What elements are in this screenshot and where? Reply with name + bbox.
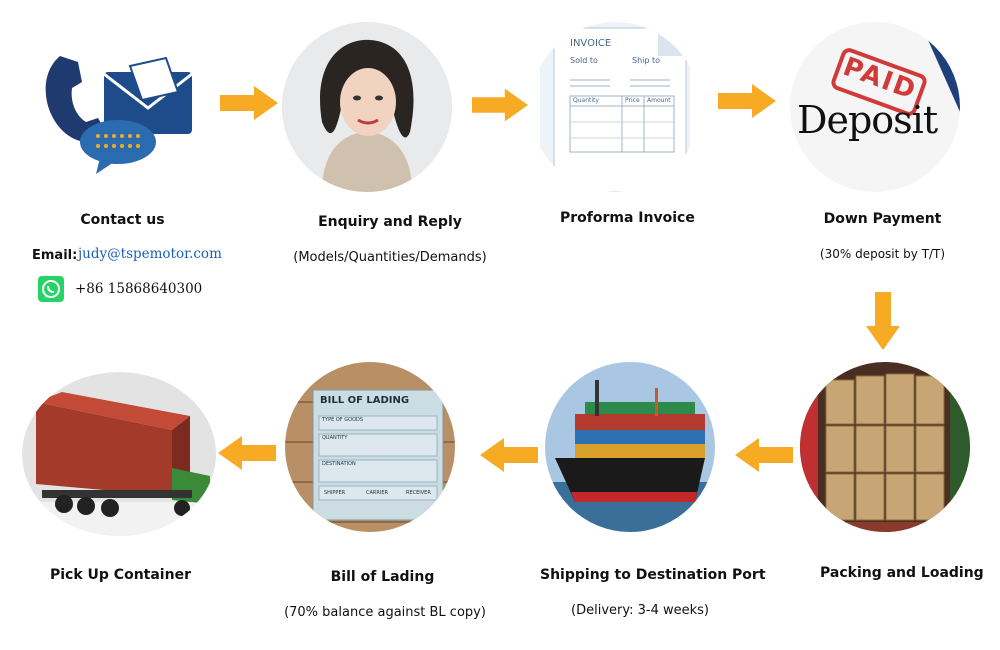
invoice-heading: INVOICE — [570, 38, 612, 49]
bol-field-destination: DESTINATION — [322, 461, 356, 467]
packing-image — [800, 362, 970, 532]
step-title-bill-of-lading: Bill of Lading — [330, 569, 435, 585]
whatsapp-icon[interactable] — [38, 276, 64, 302]
step-title-invoice: Proforma Invoice — [560, 210, 695, 226]
phone-number: +86 15868640300 — [75, 281, 203, 297]
step-note-down-payment: (30% deposit by T/T) — [819, 247, 946, 261]
step-note-enquiry: (Models/Quantities/Demands) — [293, 250, 487, 265]
step-note-shipping: (Delivery: 3-4 weeks) — [571, 603, 709, 618]
step-title-contact: Contact us — [80, 212, 165, 228]
phone-icon — [45, 56, 108, 143]
bol-sign-shipper: SHIPPER — [324, 490, 346, 496]
deposit-word: Deposit — [797, 98, 938, 142]
invoice-col-price: Price — [625, 97, 640, 104]
contact-icons-image — [45, 56, 193, 174]
arrow-left-icon — [480, 438, 538, 472]
bol-heading: BILL OF LADING — [320, 395, 410, 406]
arrow-right-icon — [472, 88, 528, 122]
email-link[interactable]: judy@tspemotor.com — [78, 246, 222, 262]
deposit-image — [790, 22, 960, 192]
bol-field-quantity: QUANTITY — [322, 435, 348, 441]
step-title-down-payment: Down Payment — [823, 211, 942, 227]
step-title-pick-up: Pick Up Container — [50, 567, 191, 583]
arrow-right-icon — [718, 84, 776, 118]
bol-sign-receiver: RECEIVER — [406, 490, 431, 496]
container-truck-image — [22, 372, 216, 536]
shipping-image — [545, 362, 715, 532]
bill-of-lading-image — [285, 362, 455, 532]
invoice-image — [540, 22, 690, 192]
bol-field-goods: TYPE OF GOODS — [322, 417, 364, 423]
arrow-left-icon — [218, 436, 276, 470]
enquiry-image — [282, 22, 452, 192]
invoice-sold-to: Sold to — [570, 56, 598, 65]
invoice-ship-to: Ship to — [632, 56, 661, 65]
chat-bubble-icon — [80, 120, 156, 174]
email-label: Email: — [32, 248, 78, 263]
step-title-enquiry: Enquiry and Reply — [318, 214, 462, 230]
step-title-packing: Packing and Loading — [820, 565, 984, 581]
arrow-left-icon — [735, 438, 793, 472]
arrow-down-icon — [866, 292, 900, 350]
invoice-col-quantity: Quantity — [573, 97, 599, 104]
step-title-shipping: Shipping to Destination Port — [540, 567, 766, 583]
step-note-bill-of-lading: (70% balance against BL copy) — [284, 605, 486, 620]
invoice-col-amount: Amount — [647, 97, 671, 104]
arrow-right-icon — [220, 86, 278, 120]
bol-sign-carrier: CARRIER — [366, 490, 388, 496]
envelope-icon — [103, 56, 193, 134]
